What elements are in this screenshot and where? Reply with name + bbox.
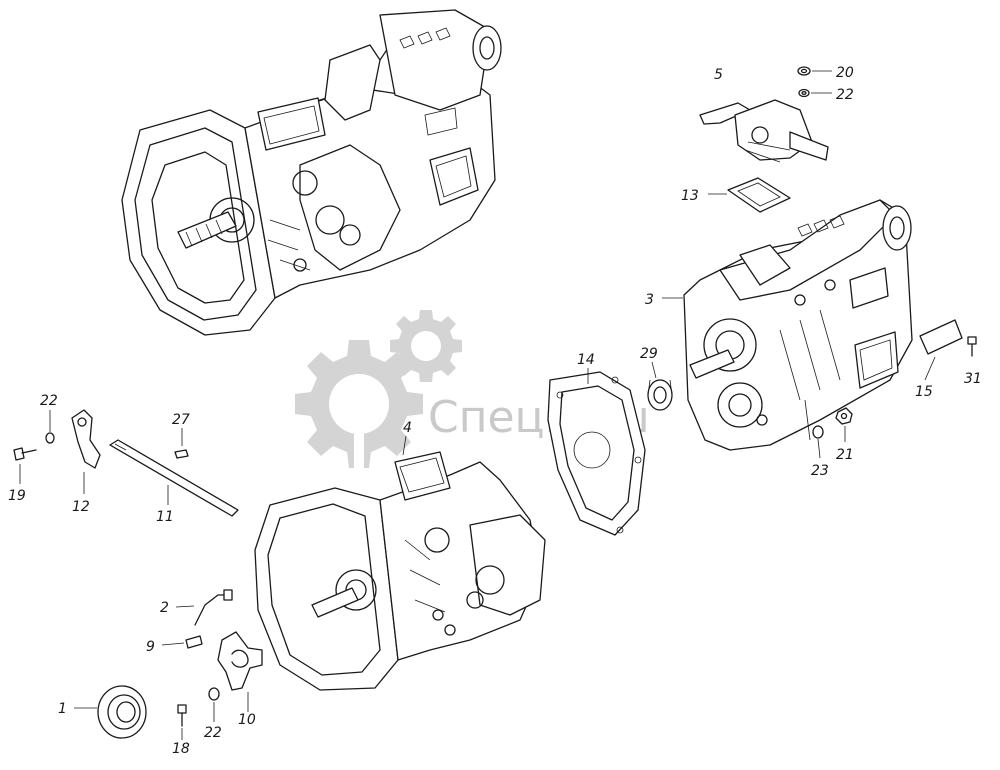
gearbox-assembly-middle: 4 <box>254 420 546 691</box>
callout-label-9: 9 <box>146 639 155 655</box>
callout-label-4: 4 <box>403 420 412 436</box>
part-19-bolt <box>13 447 37 484</box>
callout-label-21: 21 <box>836 447 854 463</box>
part-22-washer-left <box>45 410 55 444</box>
part-29-bearing <box>647 361 673 411</box>
callout-label-20: 20 <box>836 65 854 81</box>
callout-label-31: 31 <box>964 371 982 387</box>
callout-label-12: 12 <box>72 499 90 515</box>
gearbox-assembly-top <box>121 9 502 336</box>
part-14-gasket <box>547 368 646 536</box>
part-13-gasket <box>708 177 791 213</box>
part-1-release-bearing <box>74 685 147 739</box>
callout-label-29: 29 <box>640 346 658 362</box>
gearbox-assembly-right <box>683 199 913 451</box>
part-12-fork <box>71 409 101 494</box>
callout-label-13: 13 <box>681 188 699 204</box>
part-27-key <box>174 428 189 459</box>
part-22-washer-top <box>798 88 832 98</box>
part-22-washer-bottom <box>208 687 220 722</box>
part-20-nut <box>797 66 832 76</box>
callout-label-3: 3 <box>645 292 654 308</box>
part-9-fitting <box>161 635 203 649</box>
watermark-gear-small-icon <box>390 310 462 382</box>
callout-label-22-top: 22 <box>836 87 854 103</box>
callout-label-22-bottom: 22 <box>204 725 222 741</box>
part-5-shift-mechanism <box>699 99 829 163</box>
callout-label-14: 14 <box>577 352 595 368</box>
callout-label-19: 19 <box>8 488 26 504</box>
part-31-screw <box>967 336 977 357</box>
part-11-shaft <box>109 439 239 517</box>
callout-label-15: 15 <box>915 384 933 400</box>
part-2-tube <box>175 589 233 626</box>
callout-label-23: 23 <box>811 463 829 479</box>
callout-label-27: 27 <box>172 412 190 428</box>
callout-label-11: 11 <box>156 509 174 525</box>
callout-label-5: 5 <box>714 67 723 83</box>
watermark-gear-large-icon <box>295 340 423 468</box>
callout-label-22-left: 22 <box>40 393 58 409</box>
callout-label-10: 10 <box>238 712 256 728</box>
part-23-washer <box>804 399 824 459</box>
part-18-bolt <box>177 704 187 740</box>
callout-label-1: 1 <box>58 701 67 717</box>
callout-label-18: 18 <box>172 741 190 757</box>
part-10-release-fork <box>217 631 263 712</box>
callout-label-2: 2 <box>160 600 169 616</box>
part-21-nut <box>835 407 853 442</box>
part-15-cover-plate <box>919 319 963 381</box>
